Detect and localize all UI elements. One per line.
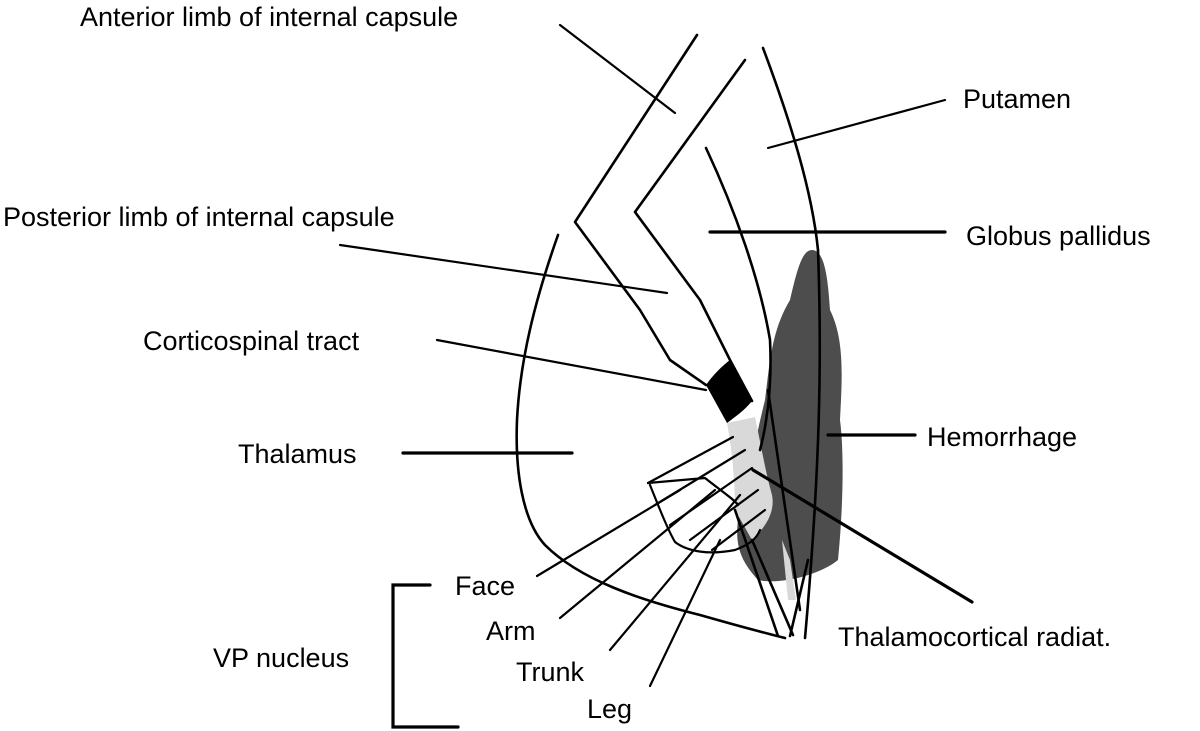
corticospinal-leader-line bbox=[435, 338, 708, 392]
tract-line-2 bbox=[750, 538, 795, 637]
label-hemorrhage: Hemorrhage bbox=[927, 422, 1077, 452]
thalamocortical-leader-line bbox=[751, 468, 974, 604]
thalamus-outline bbox=[515, 233, 787, 640]
capsule-inner-boundary bbox=[633, 58, 754, 403]
label-globus-pallidus: Globus pallidus bbox=[966, 221, 1151, 251]
corticospinal-tract-region bbox=[706, 360, 752, 423]
leg-leader-line bbox=[648, 538, 722, 688]
label-thalamocortical-radiat: Thalamocortical radiat. bbox=[838, 622, 1111, 652]
label-face: Face bbox=[455, 571, 515, 601]
tract-line-1 bbox=[733, 508, 780, 638]
radiation-line-5 bbox=[710, 508, 767, 552]
putamen-medial-boundary bbox=[761, 46, 820, 252]
thalamocortical-band-lower bbox=[782, 540, 796, 600]
trunk-leader-line bbox=[608, 493, 742, 652]
radiation-line-1 bbox=[646, 435, 735, 485]
label-putamen: Putamen bbox=[963, 84, 1071, 114]
vp-nucleus-outline bbox=[646, 476, 762, 554]
arm-leader-line bbox=[558, 488, 717, 620]
tract-line-3 bbox=[766, 388, 802, 612]
globus-pallidus-medial-boundary bbox=[704, 146, 772, 452]
capsule-outer-boundary bbox=[573, 33, 708, 387]
posterior-limb-leader-line bbox=[338, 243, 669, 295]
anterior-limb-leader-line bbox=[558, 23, 677, 115]
label-arm: Arm bbox=[486, 616, 536, 646]
tract-line-5 bbox=[788, 558, 810, 638]
label-leg: Leg bbox=[587, 694, 632, 724]
label-anterior-limb: Anterior limb of internal capsule bbox=[80, 2, 458, 32]
vp-nucleus-bracket bbox=[391, 583, 460, 729]
label-vp-nucleus: VP nucleus bbox=[213, 643, 349, 673]
tract-line-4 bbox=[803, 248, 822, 640]
putamen-leader-line bbox=[766, 98, 947, 150]
label-thalamus: Thalamus bbox=[238, 439, 357, 469]
label-corticospinal-tract: Corticospinal tract bbox=[143, 326, 360, 356]
label-trunk: Trunk bbox=[516, 657, 585, 687]
thalamocortical-band bbox=[727, 417, 773, 540]
face-leader-line bbox=[535, 488, 682, 578]
label-posterior-limb: Posterior limb of internal capsule bbox=[3, 202, 395, 232]
